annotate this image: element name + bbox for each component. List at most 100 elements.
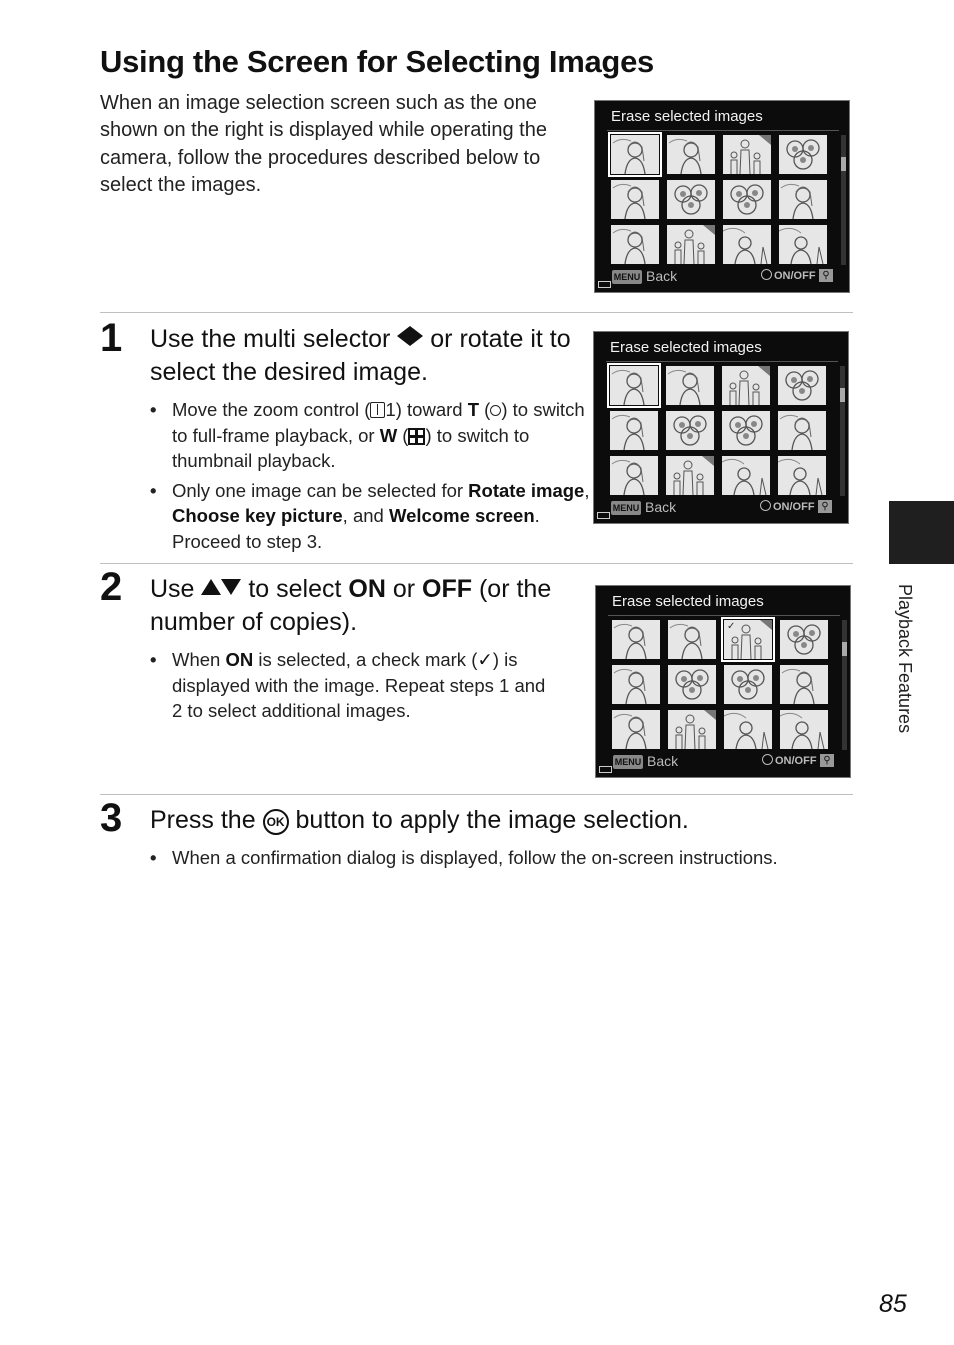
- image-thumbnail[interactable]: [610, 456, 658, 495]
- divider: [100, 563, 853, 564]
- image-thumbnail[interactable]: [724, 710, 772, 749]
- step-2-number: 2: [100, 565, 123, 609]
- battery-icon: [597, 512, 610, 519]
- screen-title-divider: [608, 615, 840, 616]
- step-2-heading: Use to select ON or OFF (or the number o…: [150, 575, 552, 636]
- image-thumbnail[interactable]: [779, 225, 827, 264]
- image-thumbnail[interactable]: [667, 225, 715, 264]
- multi-selector-icon: [762, 754, 773, 765]
- ok-button-icon: OK: [262, 809, 289, 835]
- thumbnail-grid: [607, 363, 828, 496]
- image-thumbnail[interactable]: [608, 132, 662, 177]
- scrollbar: [842, 620, 847, 750]
- scrollbar: [840, 366, 845, 496]
- image-thumbnail[interactable]: [722, 411, 770, 450]
- image-thumbnail[interactable]: [666, 456, 714, 495]
- bullet-dot: •: [150, 399, 157, 420]
- page-number: 85: [879, 1290, 907, 1318]
- menu-button-icon: MENU: [611, 501, 641, 515]
- image-thumbnail[interactable]: [611, 225, 659, 264]
- up-arrow-icon: [201, 579, 222, 595]
- page-reference-icon: [370, 402, 386, 418]
- image-thumbnail[interactable]: [723, 225, 771, 264]
- image-thumbnail[interactable]: [612, 665, 660, 704]
- image-thumbnail[interactable]: [610, 411, 658, 450]
- magnify-icon: [490, 405, 502, 416]
- step-1-bullets: • Move the zoom control (1) toward T () …: [150, 397, 590, 559]
- divider: [100, 312, 853, 313]
- image-thumbnail[interactable]: [666, 366, 714, 405]
- image-thumbnail[interactable]: [667, 180, 715, 219]
- thumbnail-grid: ✓: [612, 617, 830, 750]
- right-arrow-icon: [410, 326, 424, 346]
- image-thumbnail[interactable]: [779, 180, 827, 219]
- scrollbar-thumb: [842, 642, 847, 656]
- on-off-label: ON/OFF: [773, 501, 815, 513]
- image-thumbnail[interactable]: [778, 366, 826, 405]
- step-1-number: 1: [100, 316, 123, 360]
- step-3-number: 3: [100, 796, 123, 840]
- list-item: • When a confirmation dialog is displaye…: [150, 845, 850, 871]
- bullet-dot: •: [150, 649, 157, 670]
- check-mark-icon: ✓: [727, 621, 736, 632]
- step-1-heading: Use the multi selector or rotate it to s…: [150, 325, 571, 386]
- screen-title: Erase selected images: [610, 339, 762, 356]
- image-thumbnail[interactable]: [668, 710, 716, 749]
- screen-title-divider: [607, 130, 839, 131]
- intro-text: When an image selection screen such as t…: [100, 92, 547, 196]
- bullet-dot: •: [150, 847, 157, 868]
- image-thumbnail[interactable]: [779, 135, 827, 174]
- menu-button-icon: MENU: [613, 755, 643, 769]
- image-thumbnail[interactable]: [780, 665, 828, 704]
- image-thumbnail[interactable]: [668, 620, 716, 659]
- multi-selector-icon: [760, 500, 771, 511]
- section-label: Playback Features: [895, 584, 915, 734]
- battery-icon: [598, 281, 611, 288]
- image-thumbnail[interactable]: [780, 710, 828, 749]
- down-arrow-icon: [221, 579, 242, 595]
- menu-button-icon: MENU: [612, 270, 642, 284]
- image-thumbnail[interactable]: [778, 411, 826, 450]
- divider: [100, 794, 853, 795]
- on-off-label: ON/OFF: [775, 755, 817, 767]
- image-thumbnail[interactable]: [611, 180, 659, 219]
- zoom-icon: ⚲: [818, 500, 832, 513]
- back-label: Back: [647, 753, 679, 769]
- back-label: Back: [645, 499, 677, 515]
- battery-icon: [599, 766, 612, 773]
- screen-footer: MENU Back ON/OFF⚲: [594, 499, 848, 517]
- image-thumbnail[interactable]: [667, 135, 715, 174]
- screen-title: Erase selected images: [611, 108, 763, 125]
- image-thumbnail[interactable]: [612, 710, 660, 749]
- image-thumbnail[interactable]: [612, 620, 660, 659]
- step-3-heading: Press the OK button to apply the image s…: [150, 806, 689, 835]
- image-thumbnail[interactable]: [780, 620, 828, 659]
- image-thumbnail[interactable]: [723, 180, 771, 219]
- on-off-hint: ON/OFF: [761, 269, 816, 282]
- scrollbar-thumb: [841, 157, 846, 171]
- step-3-bullets: • When a confirmation dialog is displaye…: [150, 845, 850, 875]
- on-off-label: ON/OFF: [774, 270, 816, 282]
- multi-selector-icon: [761, 269, 772, 280]
- image-thumbnail[interactable]: [724, 665, 772, 704]
- screen-title-divider: [606, 361, 838, 362]
- screen-title: Erase selected images: [612, 593, 764, 610]
- image-thumbnail[interactable]: [778, 456, 826, 495]
- image-thumbnail[interactable]: [607, 363, 661, 408]
- image-thumbnail[interactable]: [723, 135, 771, 174]
- list-item: • When ON is selected, a check mark (✓) …: [150, 649, 546, 722]
- left-arrow-icon: [397, 326, 411, 346]
- image-thumbnail[interactable]: [668, 665, 716, 704]
- image-thumbnail[interactable]: [666, 411, 714, 450]
- image-thumbnail[interactable]: [722, 366, 770, 405]
- image-thumbnail[interactable]: [722, 456, 770, 495]
- scrollbar-thumb: [840, 388, 845, 402]
- page-title: Using the Screen for Selecting Images: [100, 44, 654, 79]
- image-thumbnail[interactable]: ✓: [721, 617, 775, 662]
- back-label: Back: [646, 268, 678, 284]
